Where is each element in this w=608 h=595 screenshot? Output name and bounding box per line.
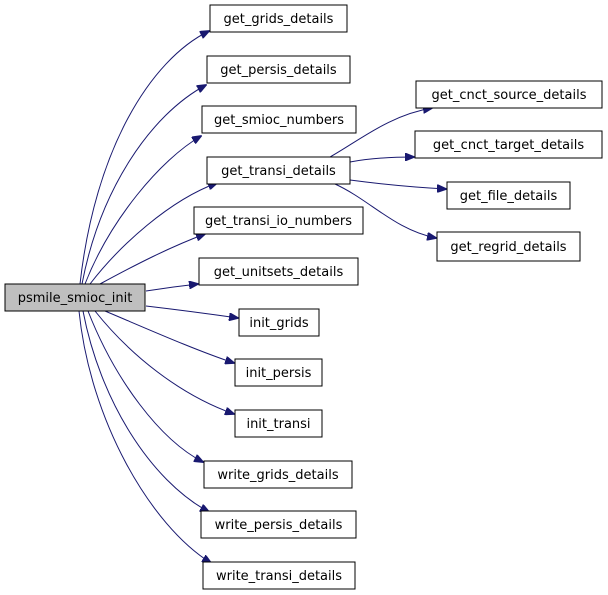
node-label: get_transi_io_numbers bbox=[205, 214, 352, 229]
node-label: get_file_details bbox=[460, 189, 558, 204]
edge-transi-get-cnct-source-details bbox=[329, 108, 432, 158]
node-get-transi-details[interactable]: get_transi_details bbox=[206, 156, 351, 185]
node-init-grids[interactable]: init_grids bbox=[238, 308, 320, 337]
node-write-grids-details[interactable]: write_grids_details bbox=[203, 460, 353, 489]
node-write-transi-details[interactable]: write_transi_details bbox=[202, 561, 356, 590]
node-write-persis-details[interactable]: write_persis_details bbox=[200, 510, 357, 539]
node-label: get_grids_details bbox=[224, 12, 334, 27]
edge-root-init-transi bbox=[94, 310, 234, 414]
edge-transi-get-file-details bbox=[349, 179, 446, 189]
edge-root-get-unitsets-details bbox=[145, 284, 198, 292]
node-get-file-details[interactable]: get_file_details bbox=[446, 181, 571, 210]
node-label: init_persis bbox=[246, 366, 312, 381]
node-label: write_transi_details bbox=[216, 569, 342, 584]
node-init-persis[interactable]: init_persis bbox=[234, 358, 323, 387]
node-label: write_grids_details bbox=[217, 468, 338, 483]
node-label: get_smioc_numbers bbox=[214, 113, 344, 128]
node-label: get_cnct_target_details bbox=[433, 138, 585, 153]
node-init-transi[interactable]: init_transi bbox=[234, 409, 323, 438]
edge-root-get-persis-details bbox=[81, 85, 206, 285]
node-get-grids-details[interactable]: get_grids_details bbox=[209, 4, 348, 33]
edge-root-init-grids bbox=[145, 305, 238, 318]
node-get-cnct-target-details[interactable]: get_cnct_target_details bbox=[414, 130, 603, 159]
node-get-cnct-source-details[interactable]: get_cnct_source_details bbox=[415, 80, 603, 109]
node-get-regrid-details[interactable]: get_regrid_details bbox=[436, 231, 581, 262]
node-label: get_unitsets_details bbox=[214, 265, 344, 280]
edge-root-get-transi-details bbox=[89, 183, 217, 285]
edge-root-init-persis bbox=[104, 310, 234, 363]
node-get-unitsets-details[interactable]: get_unitsets_details bbox=[198, 257, 359, 286]
node-label: psmile_smioc_init bbox=[18, 291, 133, 306]
edge-root-write-grids-details bbox=[87, 310, 203, 462]
edge-root-get-smioc-numbers bbox=[84, 136, 201, 285]
edge-transi-get-regrid-details bbox=[334, 183, 436, 238]
node-label: get_cnct_source_details bbox=[432, 88, 587, 103]
edge-root-get-transi-io-numbers bbox=[99, 234, 205, 285]
edge-root-write-transi-details bbox=[78, 310, 211, 563]
node-label: init_grids bbox=[249, 316, 309, 331]
node-label: init_transi bbox=[246, 417, 310, 432]
node-get-persis-details[interactable]: get_persis_details bbox=[206, 55, 351, 84]
node-get-transi-io-numbers[interactable]: get_transi_io_numbers bbox=[193, 206, 364, 235]
node-label: write_persis_details bbox=[215, 518, 343, 533]
node-get-smioc-numbers[interactable]: get_smioc_numbers bbox=[201, 105, 357, 134]
node-psmile-smioc-init[interactable]: psmile_smioc_init bbox=[4, 283, 146, 312]
node-label: get_persis_details bbox=[220, 63, 337, 78]
edge-root-get-grids-details bbox=[79, 31, 209, 285]
edge-root-write-persis-details bbox=[82, 310, 209, 512]
node-label: get_transi_details bbox=[221, 164, 336, 179]
node-label: get_regrid_details bbox=[450, 240, 566, 255]
edge-transi-get-cnct-target-details bbox=[349, 157, 414, 163]
